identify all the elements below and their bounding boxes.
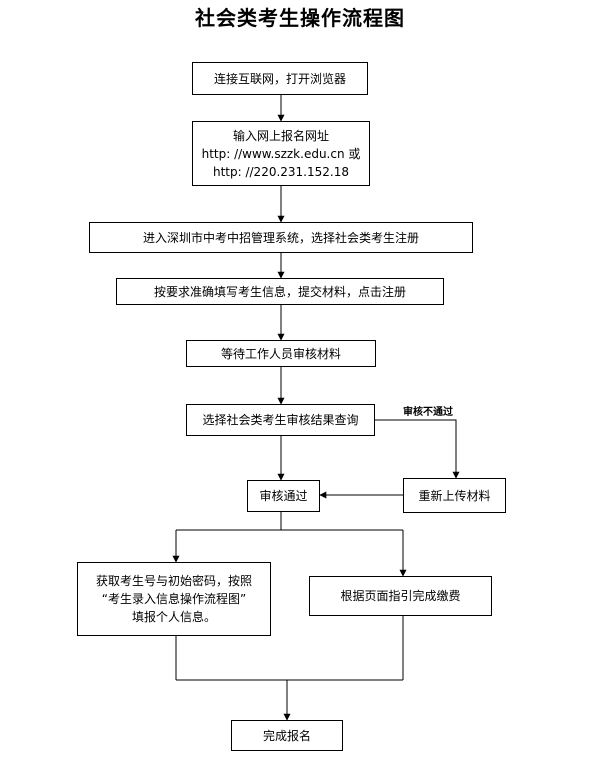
step-pay-fee-text: 根据页面指引完成缴费	[340, 589, 461, 603]
step-complete: 完成报名	[231, 720, 343, 751]
step-connect-browser: 连接互联网，打开浏览器	[192, 62, 368, 95]
step-reupload-text: 重新上传材料	[418, 488, 491, 503]
step-input-url-line-2: http: //www.szzk.edu.cn 或	[201, 146, 361, 161]
step-complete-text: 完成报名	[262, 728, 311, 743]
page-title: 社会类考生操作流程图	[195, 6, 405, 30]
step-approved-text: 审核通过	[259, 489, 308, 503]
step-input-url: 输入网上报名网址 http: //www.szzk.edu.cn 或 http:…	[192, 121, 370, 186]
step-reupload: 重新上传材料	[403, 478, 506, 513]
step-enter-system: 进入深圳市中考中招管理系统，选择社会类考生注册	[89, 222, 473, 253]
step-fill-info-text: 按要求准确填写考生信息，提交材料，点击注册	[153, 284, 406, 299]
step-pay-fee: 根据页面指引完成缴费	[309, 576, 492, 616]
step-approved: 审核通过	[247, 480, 320, 512]
step-enter-system-text: 进入深圳市中考中招管理系统，选择社会类考生注册	[142, 230, 419, 245]
step-fill-info: 按要求准确填写考生信息，提交材料，点击注册	[116, 278, 444, 305]
step-query-result-text: 选择社会类考生审核结果查询	[202, 413, 359, 427]
step-input-url-line-1: 输入网上报名网址	[232, 128, 329, 143]
step-get-account-line-1: 获取考生号与初始密码，按照	[95, 574, 252, 588]
label-not-passed: 审核不通过	[403, 407, 453, 418]
step-wait-review-text: 等待工作人员审核材料	[220, 346, 341, 361]
step-wait-review: 等待工作人员审核材料	[186, 340, 376, 367]
step-connect-browser-text: 连接互联网，打开浏览器	[213, 71, 346, 86]
step-get-account-line-2: “考生录入信息操作流程图”	[101, 592, 247, 606]
step-input-url-line-3: http: //220.231.152.18	[212, 164, 349, 179]
step-query-result: 选择社会类考生审核结果查询	[186, 404, 375, 436]
step-get-account: 获取考生号与初始密码，按照 “考生录入信息操作流程图” 填报个人信息。	[77, 562, 271, 636]
step-get-account-line-3: 填报个人信息。	[131, 610, 216, 624]
arrow-query-to-reupload	[375, 419, 460, 479]
